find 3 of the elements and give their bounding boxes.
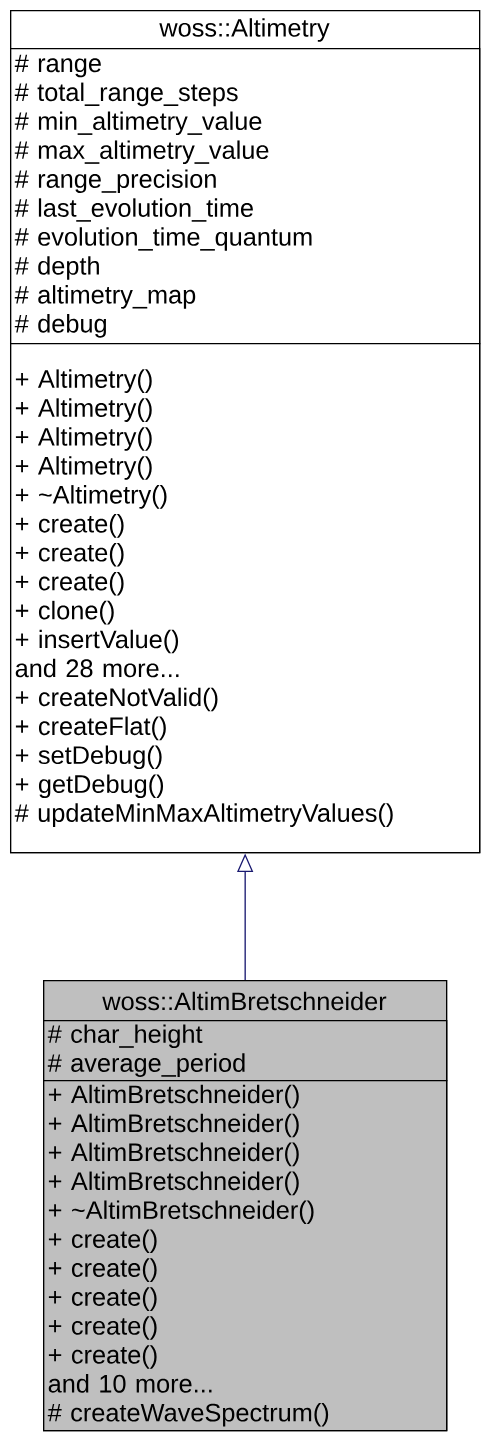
- member-list: # range # total_range_steps # min_altimetry_value # max_altimetry_value # range_precision # last_evolution_time # evolution_time_quantum # depth # altimetry_map # debug: [10, 48, 481, 345]
- member-list: # char_height # average_period: [43, 1020, 448, 1082]
- member-list: + Altimetry() + Altimetry() + Altimetry() + Altimetry() + ~Altimetry() + create() + create() + create() + clone() + insertValue() and 28 more... + createNotValid() + createFlat() + setDebug() + getDebug() # updateMinMaxAltimetryValues(): [10, 343, 481, 854]
